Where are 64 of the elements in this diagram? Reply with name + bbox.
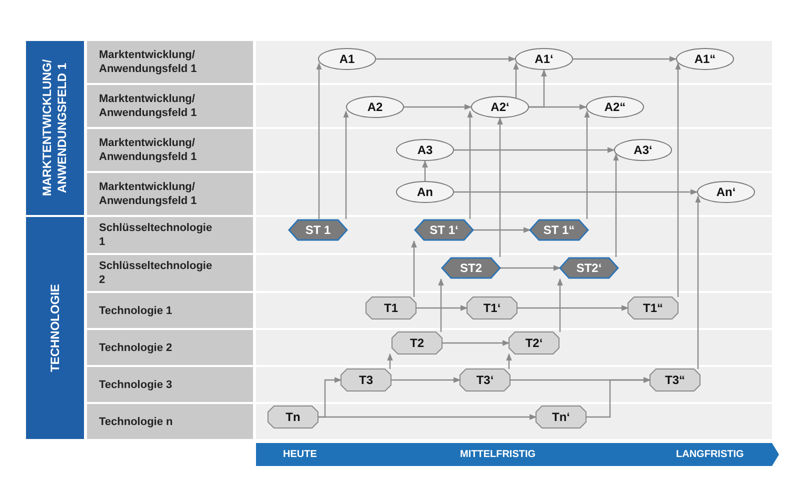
arrow [454,147,615,153]
timeline-label: LANGFRISTIG [676,449,744,460]
arrow [473,227,531,233]
technology-octagon: T3 [341,369,391,391]
arrow [442,340,510,346]
arrow [438,278,444,332]
section-band: MARKTENTWICKLUNG/ ANWENDUNGSFELD 1 [26,41,84,215]
arrow [500,265,561,271]
arrow [376,56,516,62]
arrow [454,189,698,195]
application-ellipse: A3‘ [614,139,672,161]
application-ellipse: A2“ [586,96,644,118]
arrow [316,62,322,219]
application-ellipse: A1“ [676,48,734,70]
technology-octagon: T1“ [628,297,678,319]
arrow [404,104,472,110]
arrow [529,69,547,108]
row-label: Marktentwicklung/ Anwendungsfeld 1 [87,85,253,127]
arrow [586,377,651,418]
application-ellipse: A2 [346,96,404,118]
row-label: Technologie n [87,404,253,439]
technology-octagon: T3“ [650,369,700,391]
arrow [497,117,503,257]
application-ellipse: A1 [318,48,376,70]
technology-octagon: T2‘ [509,332,559,354]
application-ellipse: A2‘ [471,96,529,118]
application-ellipse: An [396,181,454,203]
row-label: Technologie 3 [87,367,253,402]
arrow [467,110,473,219]
arrow [584,110,590,219]
arrow [422,160,428,181]
arrow [506,353,512,369]
application-ellipse: A1‘ [515,48,573,70]
arrow [411,240,417,297]
technology-octagon: T3‘ [460,369,510,391]
section-band: TECHNOLOGIE [26,217,84,439]
row-label: Schlüsseltechnologie 2 [87,255,253,291]
arrow [513,62,519,98]
arrow [391,377,461,383]
arrow [695,196,701,369]
arrow [387,353,393,369]
application-ellipse: An‘ [697,181,755,203]
timeline-label: HEUTE [283,449,317,460]
arrow [517,305,629,311]
arrow [675,62,681,297]
arrow [343,110,349,219]
arrow [557,278,563,332]
arrow [573,56,677,62]
application-ellipse: A3 [396,139,454,161]
technology-octagon: Tn [268,406,318,428]
row-label: Marktentwicklung/ Anwendungsfeld 1 [87,173,253,215]
technology-octagon: T2 [392,332,442,354]
timeline-label: MITTELFRISTIG [460,449,536,460]
technology-octagon: T1‘ [467,297,517,319]
technology-octagon: Tn‘ [536,406,586,428]
arrow [318,414,537,420]
row-label: Marktentwicklung/ Anwendungsfeld 1 [87,129,253,171]
row-label: Schlüsseltechnologie 1 [87,217,253,253]
arrow [613,154,619,257]
row-label: Marktentwicklung/ Anwendungsfeld 1 [87,41,253,83]
technology-octagon: T1 [366,297,416,319]
arrow [416,305,468,311]
row-label: Technologie 2 [87,330,253,365]
row-label: Technologie 1 [87,293,253,328]
